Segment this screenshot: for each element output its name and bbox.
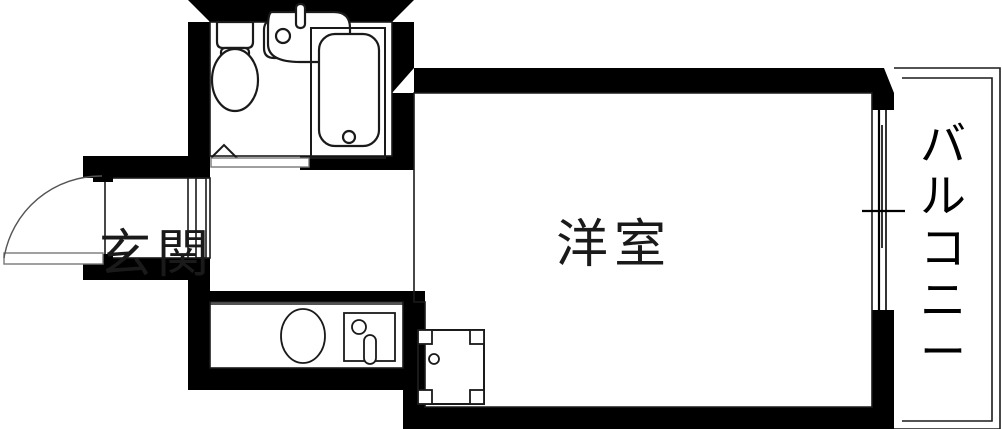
miter-bathroom-topleft xyxy=(188,0,210,22)
entrance-floor-outline xyxy=(104,177,211,259)
balcony-group xyxy=(862,67,1001,429)
miter-mainroom-topleft xyxy=(392,68,414,93)
bathtub-surround-icon xyxy=(310,27,386,159)
entrance-jamb-upper xyxy=(93,171,113,182)
miter-bathroom-topright xyxy=(392,0,414,22)
label-balcony-vertical: バ ル コ ニ ー xyxy=(920,117,966,379)
wall-mainroom-right-lower xyxy=(872,310,894,429)
label-entrance: 玄関 xyxy=(99,225,215,285)
wall-corridor-left xyxy=(188,156,210,178)
wall-kitchen-left xyxy=(188,280,210,390)
room-labels-group: 玄関 洋室 バ ル コ ニ ー xyxy=(99,117,966,379)
wall-mainroom-top xyxy=(414,68,884,93)
wall-kitchen-right-lower xyxy=(403,330,425,407)
wall-mainroom-left-upper xyxy=(392,68,414,170)
entrance-door-swing-arc xyxy=(3,175,103,259)
washer-pan-corner-bl xyxy=(417,389,433,405)
walls-group xyxy=(83,0,894,429)
washer-drain-icon xyxy=(428,353,440,365)
label-balcony-char-3: ニ xyxy=(920,273,966,327)
wall-kitchen-right xyxy=(403,291,425,330)
stove-burner-icon xyxy=(351,319,367,335)
washer-pan-group xyxy=(417,329,485,405)
stove-grill-icon xyxy=(363,334,377,365)
label-balcony-char-1: ル xyxy=(920,169,966,223)
mainroom-inner-outline xyxy=(413,92,873,408)
bathroom-fixtures-group xyxy=(210,2,386,168)
balcony-outer-outline xyxy=(894,67,1001,429)
wall-kitchen-top xyxy=(188,291,414,302)
washbasin-drain-icon xyxy=(274,27,292,45)
wall-bathroom-bottom xyxy=(300,156,414,170)
kitchen-fixtures-group xyxy=(210,303,403,365)
miter-mainroom-topright xyxy=(884,68,894,93)
wall-kitchen-bottom xyxy=(188,368,414,390)
label-balcony-char-0: バ xyxy=(920,117,966,171)
washer-pan-corner-tl xyxy=(417,329,433,345)
bathtub-basin-icon xyxy=(317,32,381,148)
label-balcony-char-2: コ xyxy=(920,221,966,275)
wall-entrance-top xyxy=(83,156,210,178)
entrance-door-leaf[interactable] xyxy=(3,252,104,265)
wall-mainroom-bottom xyxy=(403,407,884,429)
label-main-room: 洋室 xyxy=(556,215,672,275)
entrance-partition-door[interactable] xyxy=(195,177,207,259)
label-balcony-char-4: ー xyxy=(920,325,966,379)
washer-pan-corner-br xyxy=(469,389,485,405)
bath-folding-door-icon[interactable] xyxy=(210,143,238,159)
bathtub-drain-icon xyxy=(341,129,357,145)
kitchen-sink-icon xyxy=(280,308,326,364)
wall-bathroom-left xyxy=(188,0,210,170)
toilet-bowl-icon xyxy=(210,47,260,113)
washbasin-faucet-icon xyxy=(294,2,307,30)
balcony-inner-outline xyxy=(902,77,993,422)
kitchen-inner-outline xyxy=(209,301,404,369)
washer-pan-icon xyxy=(417,329,485,405)
entrance-group xyxy=(3,171,211,265)
bath-door-sill[interactable] xyxy=(210,157,310,168)
wall-entrance-bottom xyxy=(83,258,210,280)
washer-pan-corner-tr xyxy=(469,329,485,345)
toilet-tank-icon xyxy=(215,20,255,50)
